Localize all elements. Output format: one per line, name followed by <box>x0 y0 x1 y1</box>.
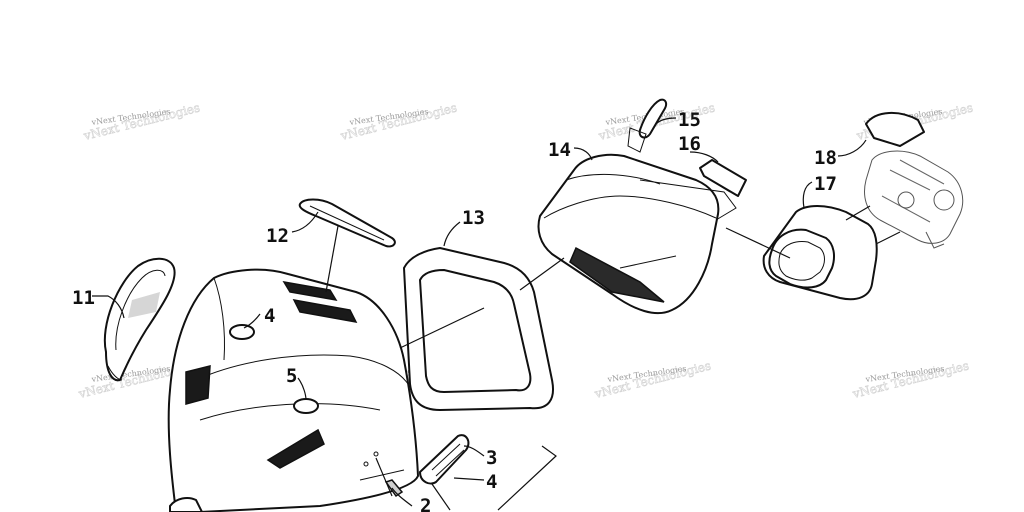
leader-3 <box>463 445 485 457</box>
callout-4-label: 4 <box>486 471 497 493</box>
leader-12-b <box>325 225 339 293</box>
callout-14: 14 <box>548 139 571 161</box>
leader-13 <box>443 221 461 247</box>
callout-13: 13 <box>462 207 485 229</box>
leader-15 <box>655 117 677 125</box>
callout-labels: 11 12 4 5 2 3 4 13 14 15 16 17 18 <box>72 109 837 512</box>
part-11-side-scoop <box>103 257 176 382</box>
callout-3: 3 <box>486 447 497 469</box>
callout-17: 17 <box>814 173 837 195</box>
leader-6 <box>297 377 307 401</box>
watermark-1: vNext Technologies vNext Technologies <box>81 100 202 143</box>
hood-assembly <box>167 268 419 512</box>
leader-17-axis <box>725 227 791 259</box>
watermark-2: vNext Technologies vNext Technologies <box>338 100 459 143</box>
leader-5 <box>243 313 261 329</box>
leader-12 <box>291 211 319 233</box>
leader-18-c <box>875 231 901 245</box>
callout-5: 4 <box>264 305 275 327</box>
leader-13-b <box>399 307 485 349</box>
leader-16 <box>689 151 719 163</box>
part-17-intake-boot <box>762 205 878 301</box>
leader-14-b <box>519 257 565 291</box>
watermark-8: vNext Technologies vNext Technologies <box>850 358 971 401</box>
callout-12: 12 <box>266 225 289 247</box>
callout-2: 2 <box>420 495 431 512</box>
callout-16: 16 <box>678 133 701 155</box>
callout-15: 15 <box>678 109 701 131</box>
callout-18: 18 <box>814 147 837 169</box>
callout-6: 5 <box>286 365 297 387</box>
part-3-4-side-vent <box>419 434 470 485</box>
leader-lines <box>92 117 901 511</box>
leader-2-b <box>375 457 393 497</box>
watermark-7: vNext Technologies vNext Technologies <box>592 358 713 401</box>
leader-bracket <box>497 445 557 511</box>
part-16-foam-strip <box>699 159 747 197</box>
leader-4 <box>453 477 485 481</box>
part-12-vent-strip <box>298 198 396 248</box>
callout-11: 11 <box>72 287 95 309</box>
part-13-seal <box>403 247 554 411</box>
leader-14 <box>573 147 593 161</box>
part-18-throttle-body <box>864 112 964 249</box>
leader-2 <box>391 487 413 507</box>
leader-4-b <box>431 483 451 511</box>
leader-18-b <box>845 205 871 221</box>
leader-11 <box>92 295 125 319</box>
leader-17 <box>802 181 813 209</box>
part-15-hose <box>627 98 668 153</box>
part-14-airbox <box>537 153 737 315</box>
leader-18 <box>837 139 867 157</box>
